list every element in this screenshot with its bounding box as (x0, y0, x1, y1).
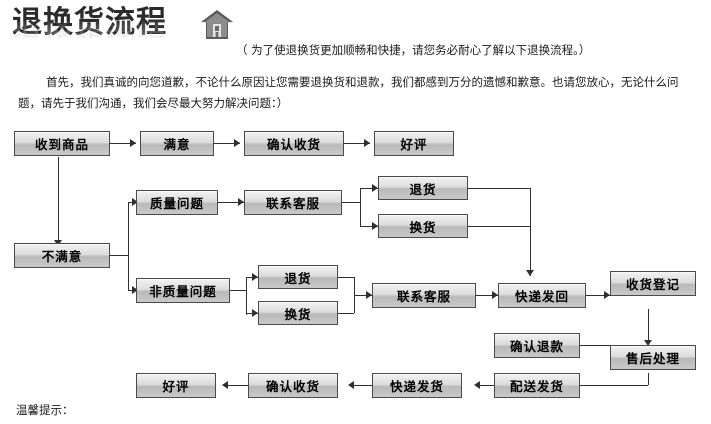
flow-node-unsatisfied[interactable]: 不满意 (14, 243, 110, 268)
connector-line (342, 202, 360, 203)
flow-node-received-goods[interactable]: 收到商品 (14, 131, 110, 156)
flow-node-confirm-refund[interactable]: 确认退款 (494, 333, 580, 358)
flow-node-dispatch-shipment[interactable]: 配送发货 (494, 373, 580, 398)
arrow-icon (252, 273, 258, 281)
flow-node-exchange-goods-2[interactable]: 换货 (258, 301, 338, 325)
house-icon (201, 10, 233, 39)
flow-node-exchange-goods-1[interactable]: 换货 (378, 214, 468, 238)
connector-line (476, 295, 498, 296)
flow-node-contact-service-1[interactable]: 联系客服 (244, 190, 342, 215)
intro-paragraph: 首先，我们真诚的向您道歉，不论什么原因让您需要退换货和退款，我们都感到万分的遗憾… (18, 75, 679, 110)
arrow-icon (366, 291, 372, 299)
arrow-icon (474, 381, 480, 389)
arrow-icon (604, 291, 610, 299)
flow-node-receipt-register[interactable]: 收货登记 (610, 271, 696, 296)
flow-node-confirm-receipt-1[interactable]: 确认收货 (244, 131, 344, 156)
footer-note: 温馨提示： (16, 403, 74, 417)
connector-line (648, 309, 649, 345)
connector-line (110, 255, 128, 256)
flow-node-satisfied[interactable]: 满意 (140, 131, 214, 156)
connector-line (110, 143, 136, 144)
connector-line (572, 385, 648, 386)
arrow-icon (252, 309, 258, 317)
arrow-icon (364, 139, 370, 147)
connector-line (360, 188, 361, 226)
arrow-icon (526, 270, 534, 276)
arrow-icon (372, 222, 378, 230)
connector-line (58, 157, 59, 245)
connector-line (468, 188, 530, 189)
connector-line (648, 373, 649, 385)
flow-node-return-goods-1[interactable]: 退货 (378, 176, 468, 200)
flow-node-non-quality-issue[interactable]: 非质量问题 (136, 278, 230, 303)
connector-line (556, 345, 610, 346)
flow-node-quality-issue[interactable]: 质量问题 (136, 190, 218, 215)
connector-line (338, 277, 354, 278)
connector-line (360, 226, 378, 227)
arrow-icon (132, 198, 138, 206)
flow-node-confirm-receipt-2[interactable]: 确认收货 (248, 373, 338, 398)
flow-node-courier-shipment[interactable]: 快递发货 (372, 373, 462, 398)
connector-line (360, 188, 378, 189)
arrow-icon (222, 381, 228, 389)
flow-node-return-goods-2[interactable]: 退货 (258, 265, 338, 289)
connector-line (586, 295, 610, 296)
page-title: 退换货流程 (12, 5, 167, 40)
flow-node-after-sales[interactable]: 售后处理 (610, 345, 696, 370)
arrow-icon (130, 139, 136, 147)
flow-node-ship-back[interactable]: 快递发回 (498, 283, 586, 308)
connector-line (226, 385, 252, 386)
arrow-icon (348, 381, 354, 389)
page-title-block: 退换货流程 退换货流程 (12, 6, 167, 40)
connector-line (214, 143, 240, 144)
arrow-icon (492, 291, 498, 299)
arrow-icon (238, 198, 244, 206)
arrow-icon (372, 184, 378, 192)
connector-line (218, 202, 244, 203)
connector-line (246, 277, 247, 315)
arrow-icon (234, 139, 240, 147)
connector-line (352, 385, 378, 386)
arrow-icon (132, 286, 138, 294)
connector-line (530, 188, 531, 276)
connector-line (468, 226, 530, 227)
arrow-icon (644, 340, 652, 346)
page-subtitle: （ 为了使退换货更加顺畅和快捷，请您务必耐心了解以下退换流程。） (236, 43, 591, 57)
flow-node-contact-service-2[interactable]: 联系客服 (372, 283, 476, 308)
connector-line (478, 385, 504, 386)
connector-line (354, 295, 372, 296)
connector-line (344, 143, 370, 144)
connector-line (230, 290, 246, 291)
connector-line (338, 313, 354, 314)
flow-node-good-review-2[interactable]: 好评 (136, 373, 216, 398)
connector-line (128, 202, 129, 290)
flow-node-good-review-1[interactable]: 好评 (374, 131, 454, 156)
